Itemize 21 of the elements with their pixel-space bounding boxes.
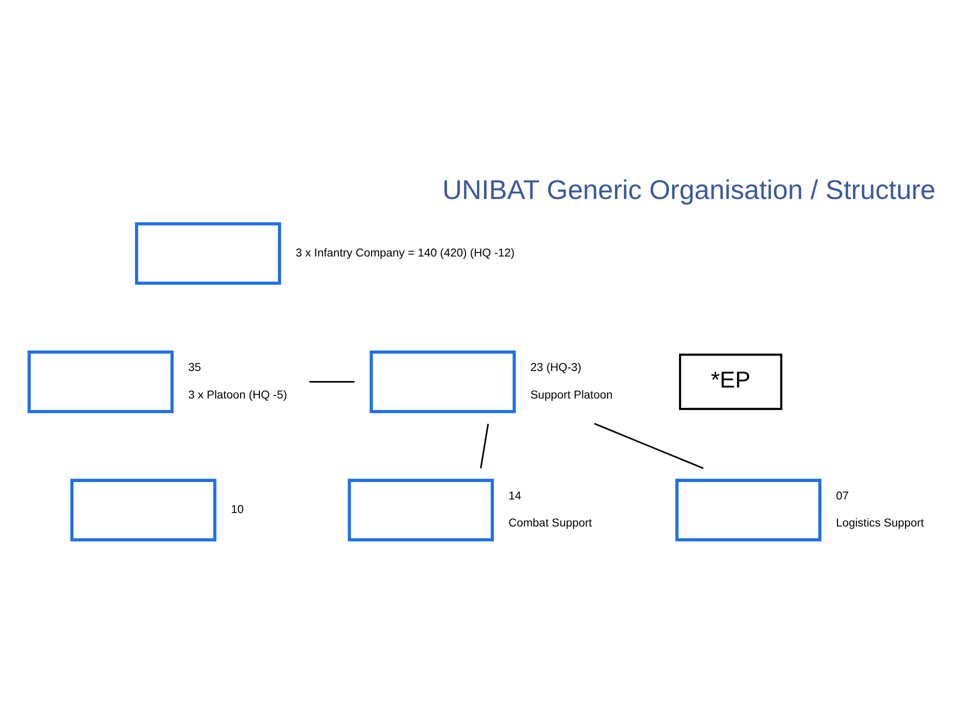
node-box — [70, 478, 216, 542]
node-box — [28, 350, 174, 414]
node-label: 10 — [230, 504, 244, 516]
connector — [309, 381, 354, 383]
node-label: 14 — [508, 490, 522, 502]
node-label: 07 — [836, 490, 849, 502]
node-box — [675, 478, 822, 542]
node-label: 3 x Infantry Company = 140 (420) (HQ -12) — [296, 247, 515, 260]
node-label: 3 x Platoon (HQ -5) — [188, 389, 288, 402]
node-label: Support Platoon — [530, 389, 613, 402]
node-label: Logistics Support — [836, 518, 924, 530]
node-box — [348, 478, 494, 542]
connector — [480, 424, 489, 468]
diagram-title: UNIBAT Generic Organisation / Structure — [442, 174, 936, 206]
node-box — [370, 350, 516, 414]
node-box — [135, 222, 282, 285]
node-label: 35 — [188, 362, 201, 374]
node-label: Combat Support — [508, 518, 592, 530]
node-box: *EP — [679, 354, 782, 410]
node-label: 23 (HQ-3) — [530, 362, 582, 374]
connector — [594, 422, 704, 469]
